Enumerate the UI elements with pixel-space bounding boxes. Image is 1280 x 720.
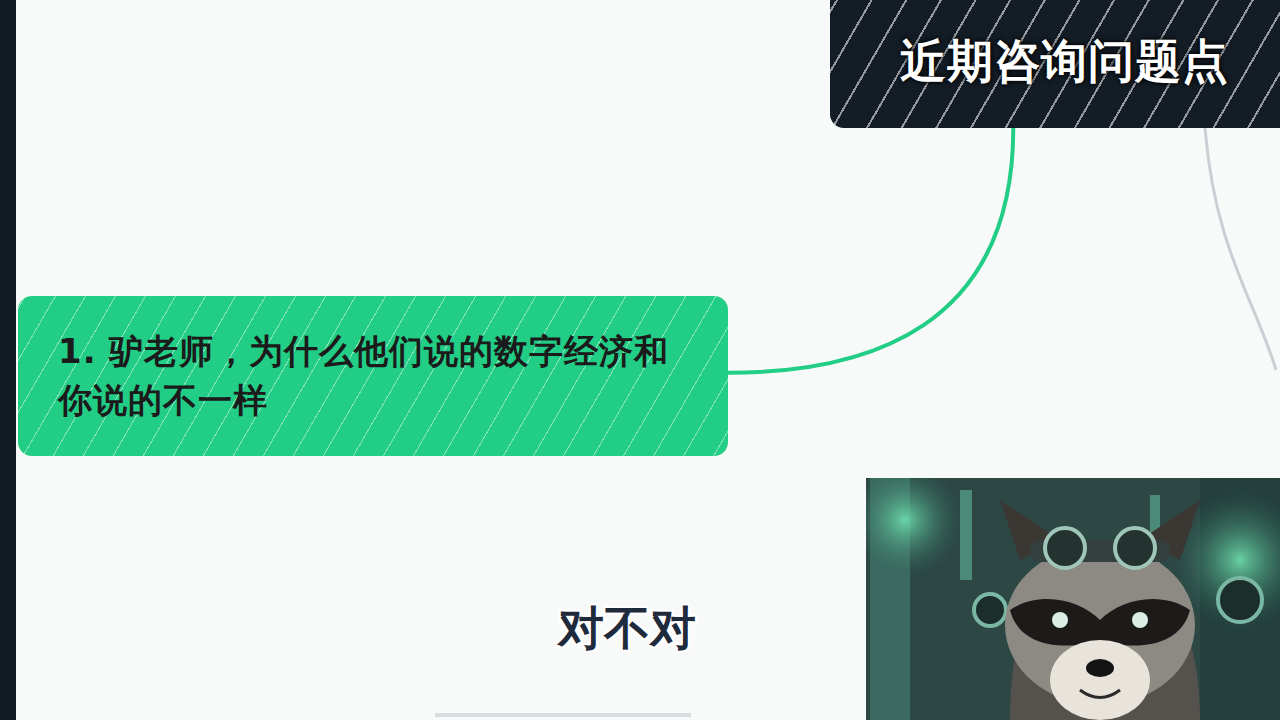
topic-text: 1. 驴老师，为什么他们说的数字经济和你说的不一样: [58, 327, 698, 426]
root-topic-box: 近期咨询问题点: [830, 0, 1280, 128]
topic-text: 近期咨询问题点: [900, 28, 1260, 95]
branch-line: [1205, 128, 1276, 370]
subtitle-caption: 对不对: [558, 598, 696, 660]
side-bar: [0, 0, 16, 720]
raccoon-picture: [866, 478, 1280, 720]
scroll-line: [435, 713, 691, 717]
branch-connector: [728, 128, 1013, 373]
topic-box: 1. 驴老师，为什么他们说的数字经济和你说的不一样: [18, 296, 728, 456]
